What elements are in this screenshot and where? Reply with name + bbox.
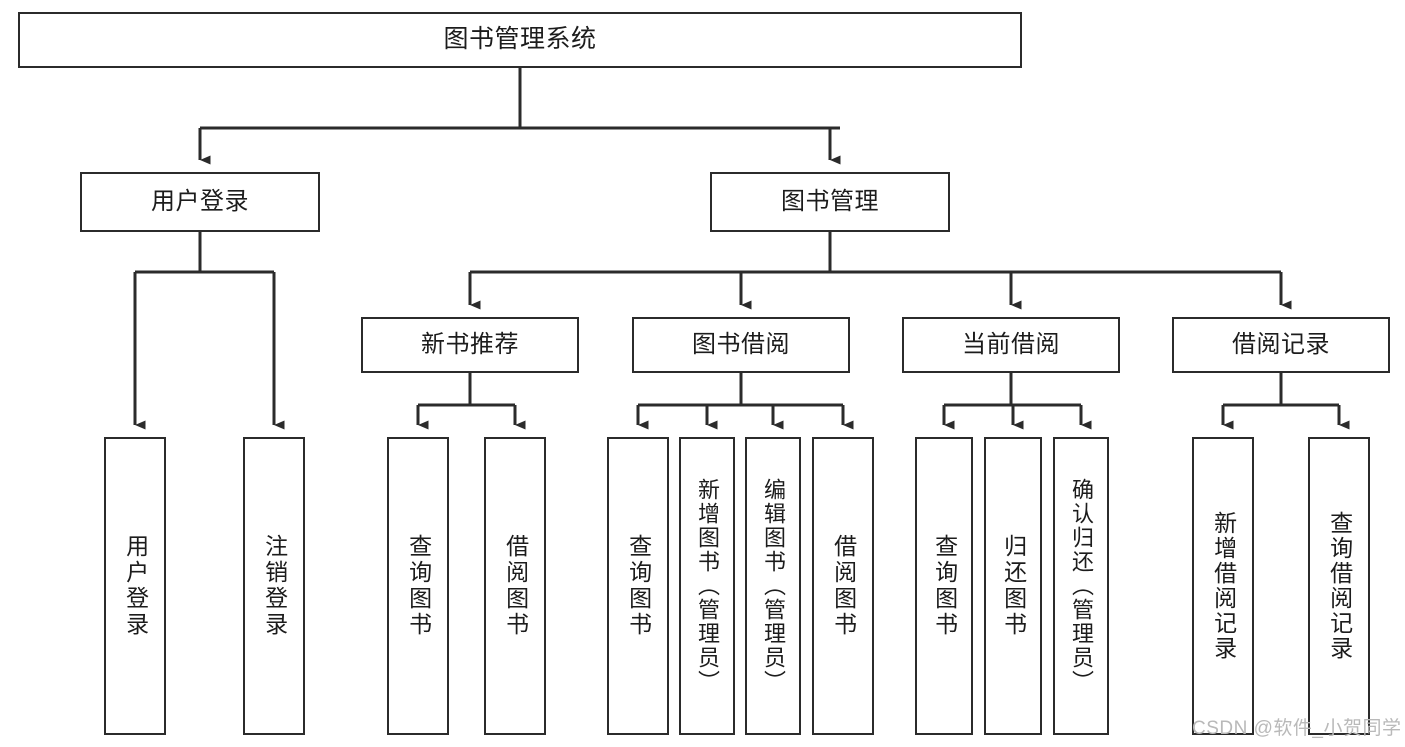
node-borrow-record-label: 借阅记录 <box>1232 330 1330 358</box>
node-new-book-recommend-label: 新书推荐 <box>421 330 519 358</box>
node-leaf-query-book-1-label: 查询图书 <box>405 534 432 638</box>
node-leaf-query-book-1[interactable]: 查询图书 <box>387 437 449 735</box>
node-leaf-confirm-return-label: 确认归还（管理员） <box>1068 478 1094 694</box>
node-leaf-logout[interactable]: 注销登录 <box>243 437 305 735</box>
edge-root-to-level2 <box>198 68 841 165</box>
node-leaf-query-borrow-record-label: 查询借阅记录 <box>1326 511 1353 661</box>
node-leaf-add-book-label: 新增图书（管理员） <box>694 478 720 694</box>
node-leaf-query-book-3-label: 查询图书 <box>931 534 958 638</box>
csdn-watermark: CSDN @软件_小贺同学 <box>1192 718 1402 739</box>
node-leaf-query-book-2[interactable]: 查询图书 <box>607 437 669 735</box>
node-leaf-query-borrow-record[interactable]: 查询借阅记录 <box>1308 437 1370 735</box>
node-new-book-recommend[interactable]: 新书推荐 <box>361 317 579 373</box>
node-root[interactable]: 图书管理系统 <box>18 12 1022 68</box>
node-leaf-logout-label: 注销登录 <box>261 534 288 638</box>
edge-newbook-to-leaves <box>416 373 526 430</box>
node-user-login-label: 用户登录 <box>151 187 249 215</box>
edge-userlogin-to-leaves <box>133 232 285 430</box>
node-leaf-user-login-label: 用户登录 <box>122 534 149 638</box>
node-leaf-confirm-return[interactable]: 确认归还（管理员） <box>1053 437 1109 735</box>
node-current-borrow[interactable]: 当前借阅 <box>902 317 1120 373</box>
node-root-label: 图书管理系统 <box>443 25 597 54</box>
node-book-borrow-label: 图书借阅 <box>692 330 790 358</box>
node-leaf-return-book-label: 归还图书 <box>1000 534 1027 638</box>
node-leaf-borrow-book-1-label: 借阅图书 <box>502 534 529 638</box>
node-book-management-label: 图书管理 <box>781 187 879 215</box>
node-current-borrow-label: 当前借阅 <box>962 330 1060 358</box>
node-user-login[interactable]: 用户登录 <box>80 172 320 232</box>
node-leaf-add-borrow-record-label: 新增借阅记录 <box>1210 511 1237 661</box>
edge-bookborrow-to-leaves <box>636 373 854 430</box>
node-leaf-query-book-3[interactable]: 查询图书 <box>915 437 973 735</box>
edge-bookmgmt-to-level3 <box>468 232 1292 310</box>
node-book-borrow[interactable]: 图书借阅 <box>632 317 850 373</box>
edge-borrowrecord-to-leaves <box>1221 373 1350 430</box>
node-leaf-add-book[interactable]: 新增图书（管理员） <box>679 437 735 735</box>
node-leaf-return-book[interactable]: 归还图书 <box>984 437 1042 735</box>
node-borrow-record[interactable]: 借阅记录 <box>1172 317 1390 373</box>
node-leaf-edit-book-label: 编辑图书（管理员） <box>760 478 786 694</box>
node-leaf-query-book-2-label: 查询图书 <box>625 534 652 638</box>
node-leaf-borrow-book-2[interactable]: 借阅图书 <box>812 437 874 735</box>
node-leaf-user-login[interactable]: 用户登录 <box>104 437 166 735</box>
edge-currentborrow-to-leaves <box>942 373 1092 430</box>
node-leaf-borrow-book-1[interactable]: 借阅图书 <box>484 437 546 735</box>
node-leaf-add-borrow-record[interactable]: 新增借阅记录 <box>1192 437 1254 735</box>
node-book-management[interactable]: 图书管理 <box>710 172 950 232</box>
node-leaf-edit-book[interactable]: 编辑图书（管理员） <box>745 437 801 735</box>
node-leaf-borrow-book-2-label: 借阅图书 <box>830 534 857 638</box>
